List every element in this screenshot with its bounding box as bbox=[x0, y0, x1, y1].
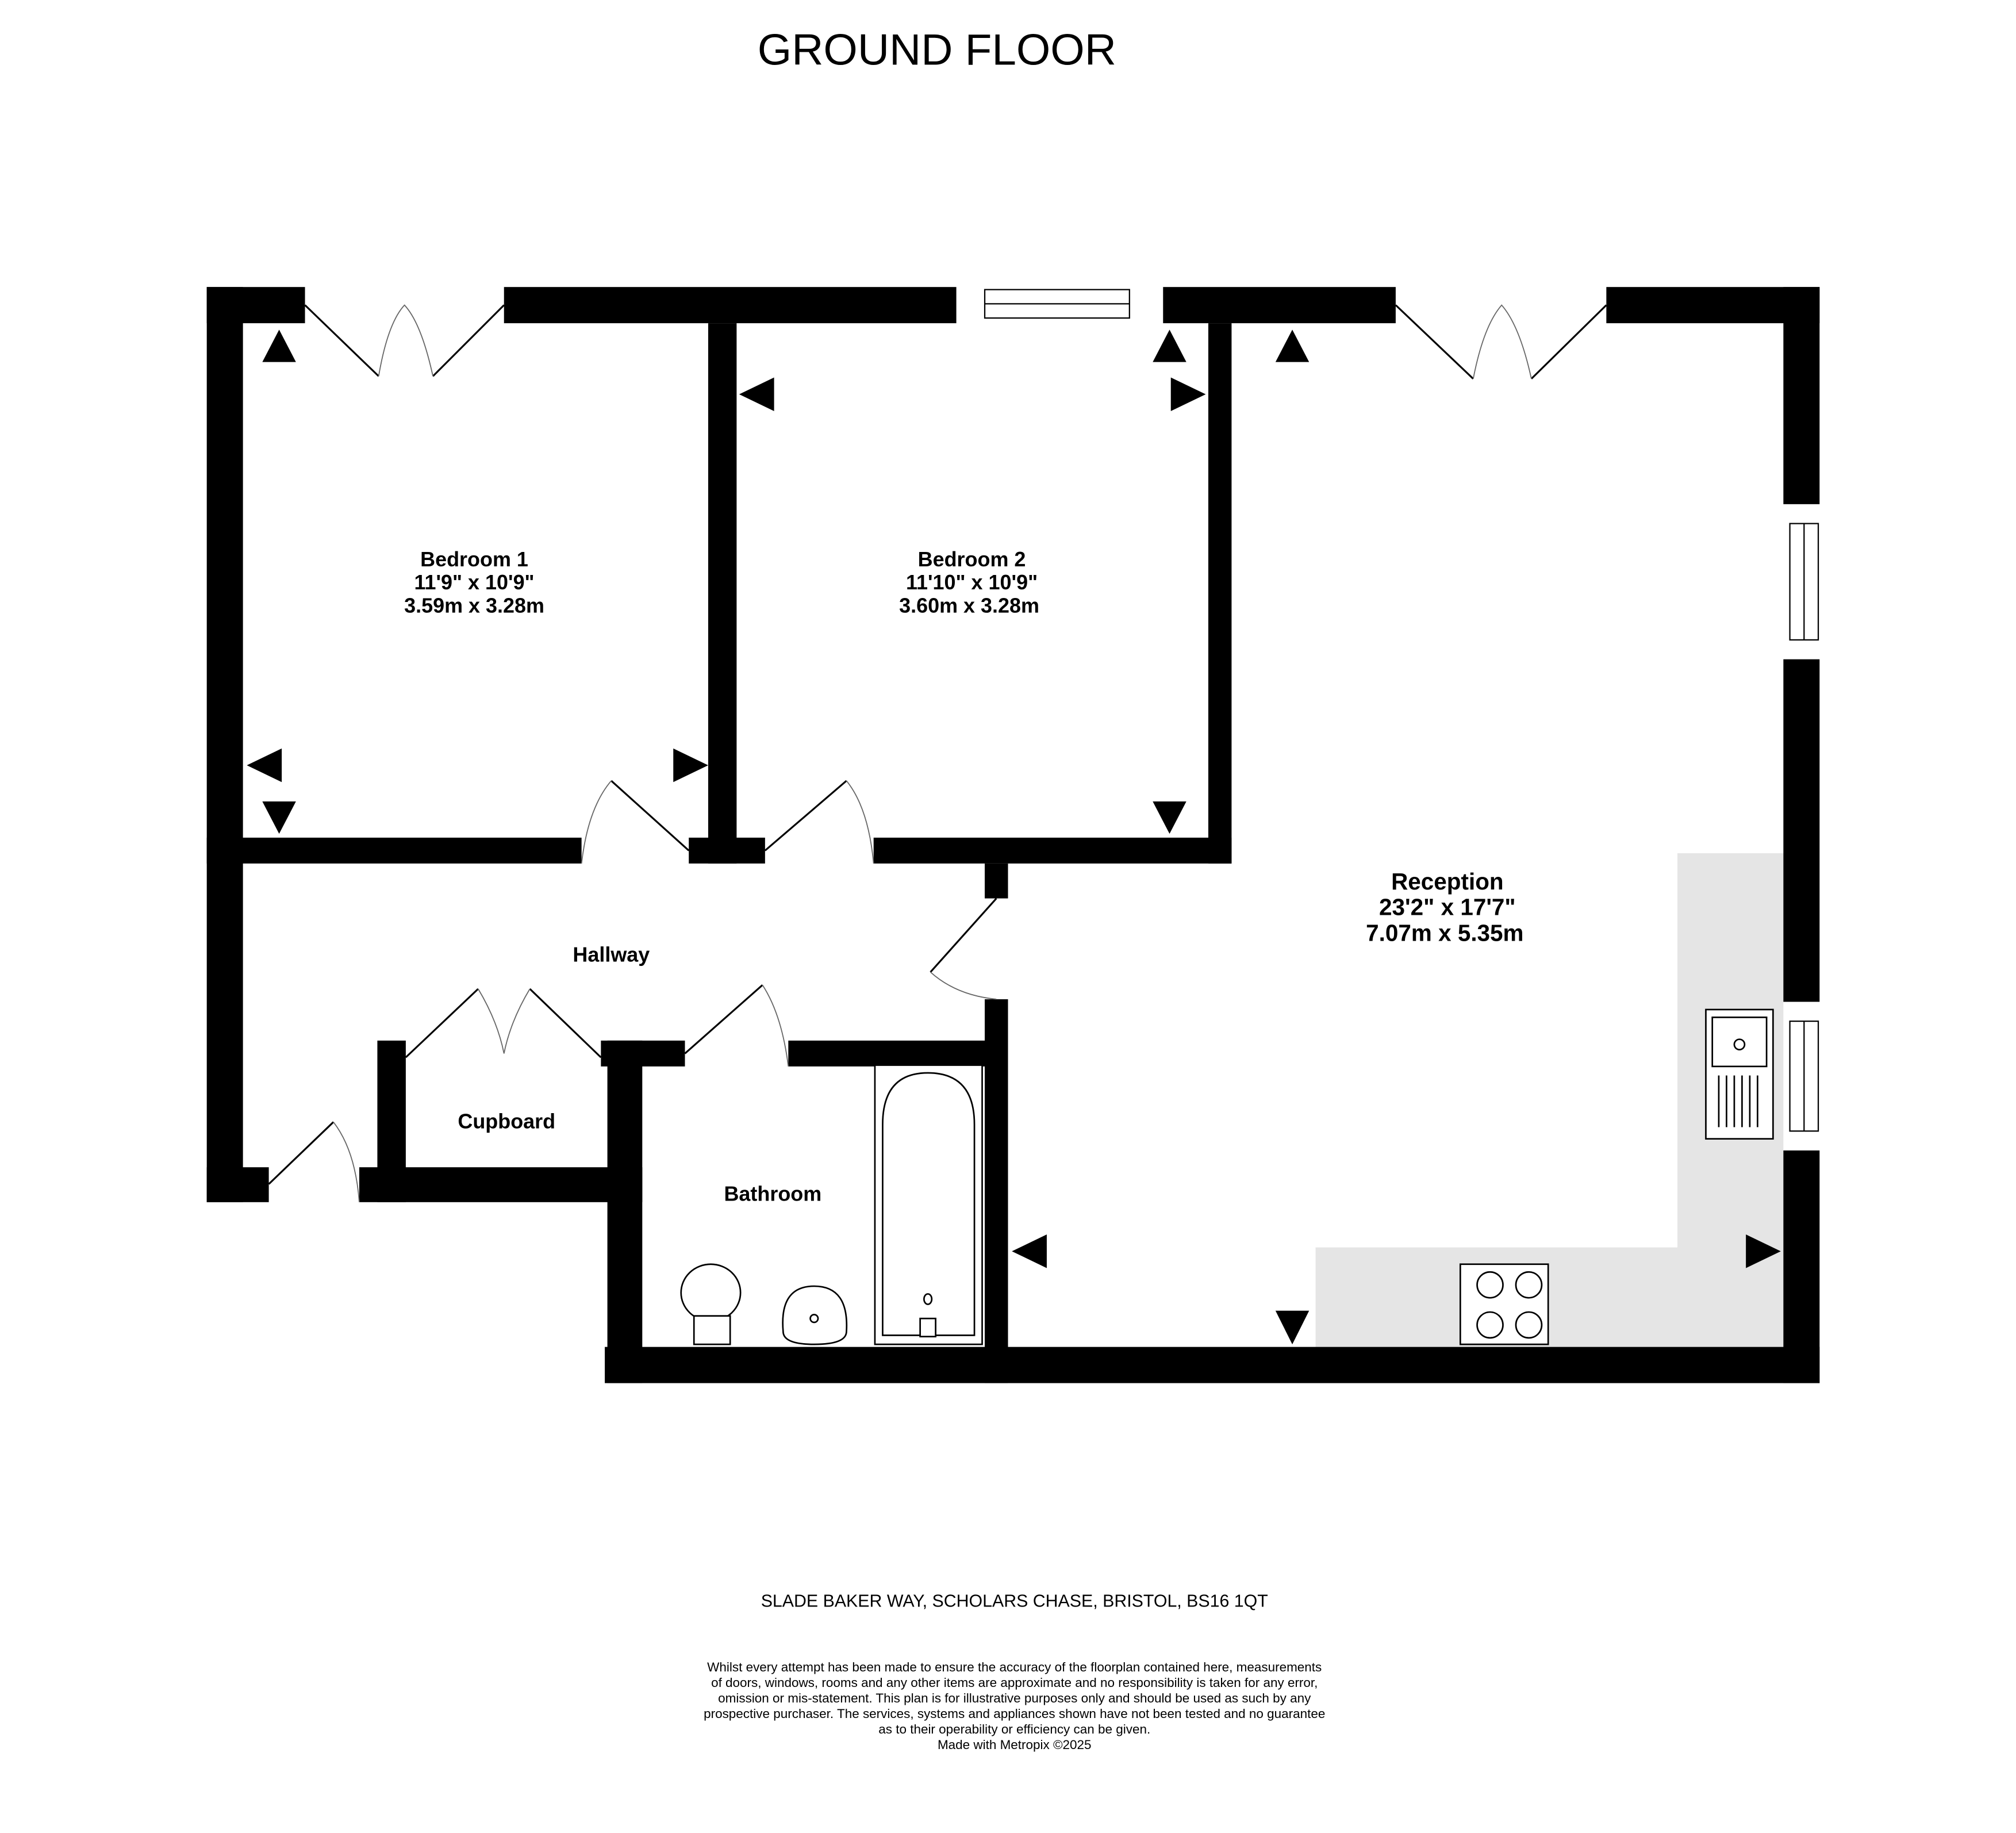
toilet bbox=[680, 1263, 742, 1345]
door-bedroom2[interactable] bbox=[764, 780, 874, 864]
disclaimer: Whilst every attempt has been made to en… bbox=[704, 1660, 1325, 1752]
bedroom1-imperial: 11'9" x 10'9" bbox=[414, 570, 534, 594]
door-entrance[interactable] bbox=[268, 1121, 360, 1202]
kitchen-area bbox=[1315, 853, 1784, 1347]
door-bedroom1[interactable] bbox=[581, 780, 690, 864]
address: SLADE BAKER WAY, SCHOLARS CHASE, BRISTOL… bbox=[761, 1592, 1268, 1610]
walls bbox=[206, 287, 1820, 1383]
bathtub bbox=[874, 1064, 983, 1345]
door-bathroom[interactable] bbox=[684, 984, 789, 1067]
bedroom2-metric: 3.60m x 3.28m bbox=[899, 594, 1039, 618]
bedroom1-metric: 3.59m x 3.28m bbox=[404, 594, 544, 618]
disclaimer-line: Whilst every attempt has been made to en… bbox=[707, 1660, 1322, 1674]
bathroom-name: Bathroom bbox=[724, 1182, 821, 1206]
bedroom2-imperial: 11'10" x 10'9" bbox=[906, 570, 1038, 594]
credit-line: Made with Metropix ©2025 bbox=[938, 1738, 1092, 1752]
disclaimer-line: omission or mis-statement. This plan is … bbox=[718, 1691, 1311, 1705]
disclaimer-line: as to their operability or efficiency ca… bbox=[878, 1722, 1150, 1736]
window-top bbox=[984, 289, 1130, 319]
cupboard-name: Cupboard bbox=[458, 1110, 555, 1133]
hallway-name: Hallway bbox=[573, 943, 650, 967]
door-cupboard-double[interactable] bbox=[405, 988, 602, 1059]
disclaimer-line: prospective purchaser. The services, sys… bbox=[704, 1707, 1325, 1721]
reception-name: Reception bbox=[1391, 868, 1504, 895]
disclaimer-line: of doors, windows, rooms and any other i… bbox=[711, 1675, 1318, 1690]
measurement-arrows bbox=[247, 329, 1781, 1345]
window-right-1 bbox=[1789, 523, 1819, 641]
hob bbox=[1459, 1263, 1549, 1345]
reception-imperial: 23'2" x 17'7" bbox=[1379, 894, 1516, 921]
window-right-2 bbox=[1789, 1020, 1819, 1132]
bedroom1-name: Bedroom 1 bbox=[420, 547, 528, 571]
door-reception-french[interactable] bbox=[1395, 304, 1607, 379]
kitchen-sink bbox=[1705, 1008, 1774, 1140]
door-bedroom1-french[interactable] bbox=[304, 304, 505, 377]
washbasin bbox=[782, 1285, 848, 1345]
bedroom2-name: Bedroom 2 bbox=[918, 547, 1026, 571]
reception-metric: 7.07m x 5.35m bbox=[1366, 920, 1523, 946]
floor-title: GROUND FLOOR bbox=[758, 26, 1116, 75]
door-reception[interactable] bbox=[930, 898, 997, 1000]
